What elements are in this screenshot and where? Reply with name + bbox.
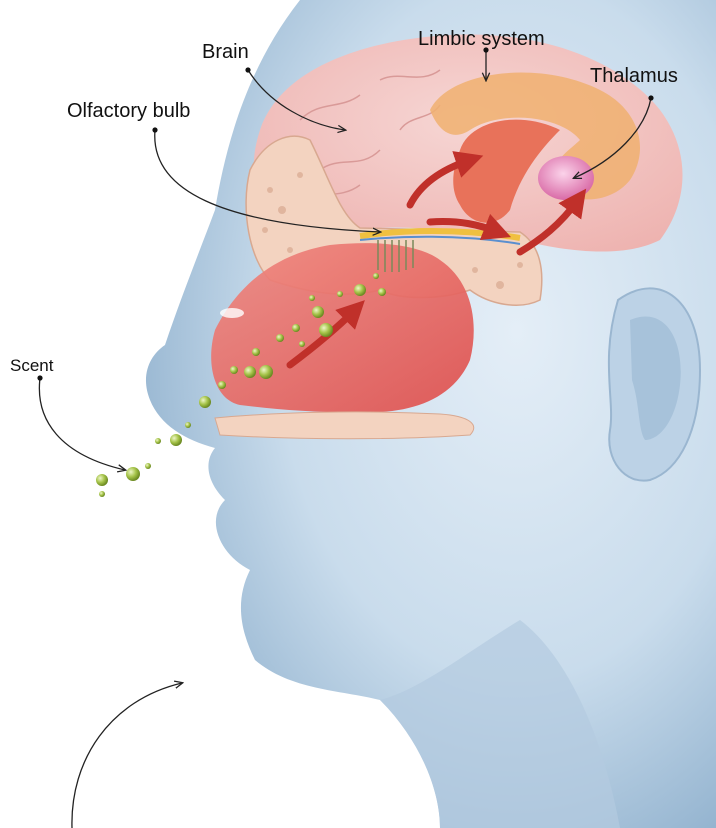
nostril-highlight <box>220 308 244 318</box>
label-limbic-system: Limbic system <box>418 28 545 51</box>
label-thalamus: Thalamus <box>590 65 678 88</box>
label-olfactory-bulb: Olfactory bulb <box>67 100 190 123</box>
leader-bottom <box>72 683 182 828</box>
label-brain: Brain <box>202 41 249 64</box>
palate <box>215 412 474 439</box>
thalamus <box>538 156 594 200</box>
leader-scent <box>39 378 125 470</box>
label-scent: Scent <box>10 356 53 376</box>
